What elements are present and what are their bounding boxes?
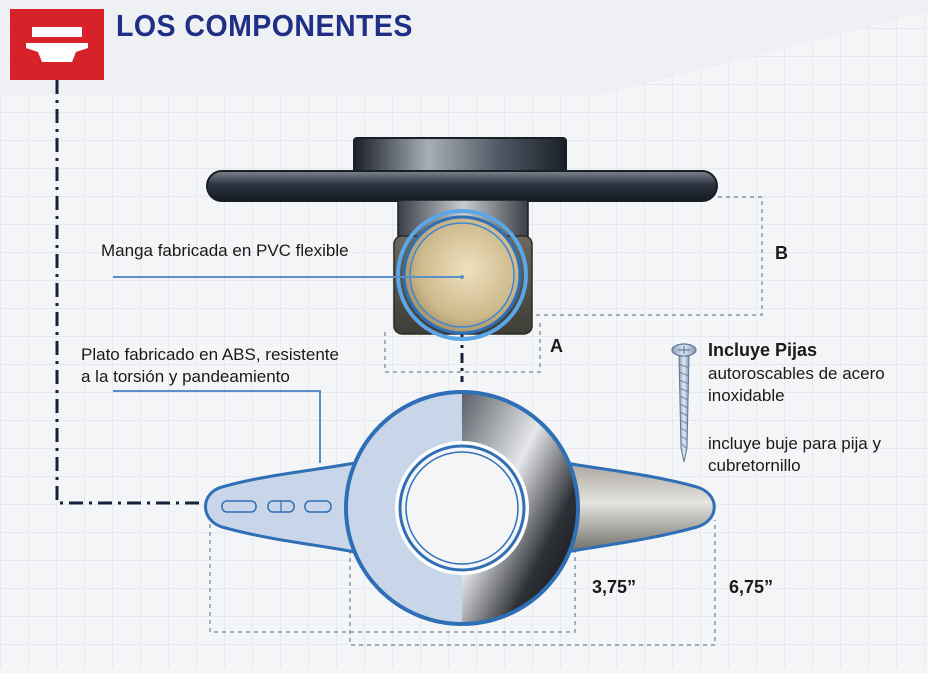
screws-line3: incluye buje para pija y: [708, 434, 881, 453]
screws-title: Incluye Pijas: [708, 340, 818, 360]
leader-line-plate-label: [113, 390, 321, 463]
header-band: [0, 0, 928, 95]
dimension-small-label: 3,75”: [592, 577, 637, 597]
abs-plate: [204, 390, 716, 626]
dimension-b-label: B: [775, 243, 788, 263]
dimension-large-label: 6,75”: [729, 577, 774, 597]
tee-component-icon: [10, 9, 104, 80]
screw-icon: [671, 343, 697, 463]
screws-line4: cubretornillo: [708, 456, 801, 475]
dimension-guides: [209, 196, 763, 646]
dimension-a-label: A: [550, 336, 563, 356]
screws-line1: autoroscables de acero: [708, 364, 885, 383]
sleeve-label: Manga fabricada en PVC flexible: [101, 241, 349, 260]
page-title: LOS COMPONENTES: [116, 8, 413, 43]
plate-label-line2: a la torsión y pandeamiento: [81, 367, 290, 386]
plate-label-line1: Plato fabricado en ABS, resistente: [81, 345, 339, 364]
screws-line2: inoxidable: [708, 386, 785, 405]
